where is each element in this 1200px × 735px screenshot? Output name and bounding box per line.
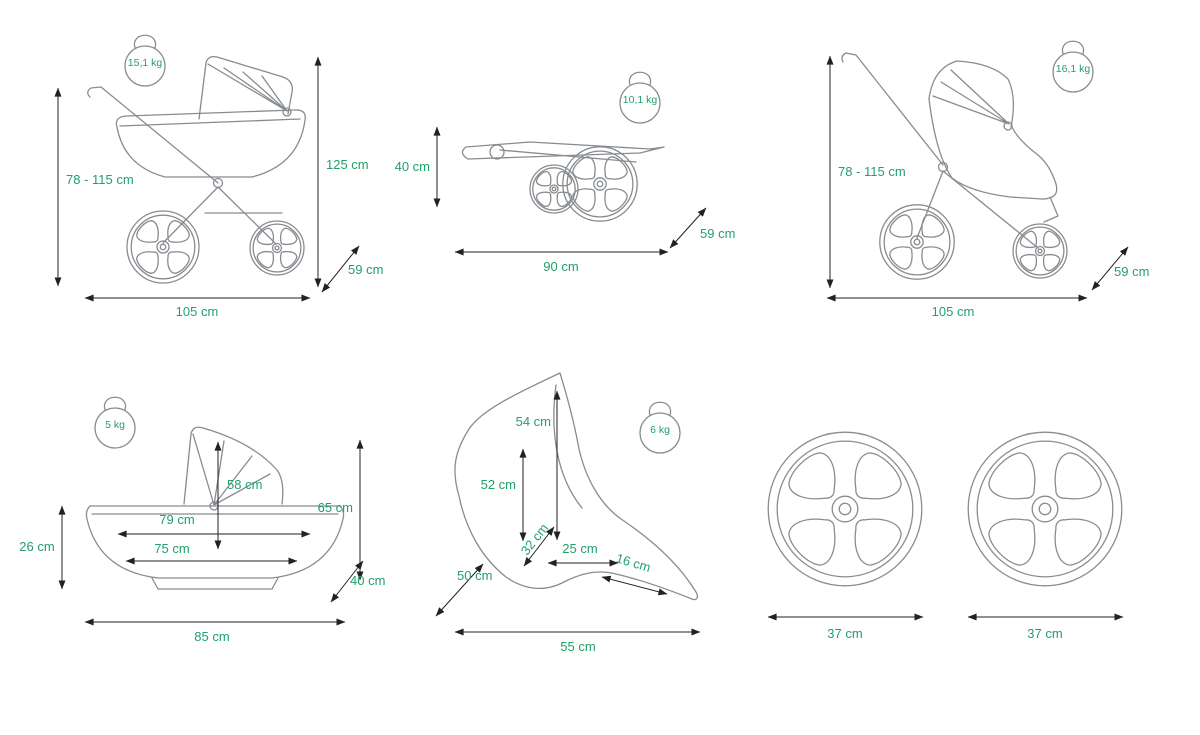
pushchair-rear-wheel xyxy=(880,205,954,279)
panel-wheels: 37 cm 37 cm xyxy=(767,432,1124,641)
pram-total-height-label: 125 cm xyxy=(326,157,369,172)
pushchair-hood-pivot xyxy=(1003,121,1013,131)
pushchair-handle xyxy=(841,52,944,166)
folded-weight-label: 10,1 kg xyxy=(623,94,658,106)
pushchair-seat-shell xyxy=(928,98,1058,200)
pram-hood-folds xyxy=(207,63,288,112)
carrycot-base xyxy=(151,577,279,590)
carrycot-inner-length-label: 79 cm xyxy=(159,512,194,527)
folded-chassis-illustration xyxy=(461,141,665,221)
pushchair-front-wheel xyxy=(1013,224,1067,278)
pushchair-dimensions: 78 - 115 cm 105 cm 59 cm xyxy=(826,55,1149,319)
folded-width-label: 59 cm xyxy=(700,226,735,241)
pushchair-hood-folds xyxy=(932,69,1010,125)
carrycot-width-label: 40 cm xyxy=(350,573,385,588)
pram-hood-pivot xyxy=(282,107,292,117)
folded-frame-bars xyxy=(467,146,665,163)
seat-backrest-width-label: 52 cm xyxy=(481,477,516,492)
panel-carrycot: 5 kg 58 cm 79 cm 75 cm 26 cm 65 cm 40 cm… xyxy=(19,396,385,644)
seat-length-label: 25 cm xyxy=(562,541,597,556)
folded-front-wheel xyxy=(530,165,578,213)
pram-width-label: 59 cm xyxy=(348,262,383,277)
folded-handle-bar xyxy=(461,141,651,160)
carrycot-mattress-length-label: 75 cm xyxy=(154,541,189,556)
folded-dimensions: 40 cm 90 cm 59 cm xyxy=(395,126,735,274)
seat-footrest-dim-line xyxy=(601,575,668,596)
panel-pram-with-carrycot: 15,1 kg 78 - 115 cm 125 cm 105 cm 59 cm xyxy=(54,34,383,319)
pushchair-footrest xyxy=(1043,196,1059,223)
carrycot-width-dim-line xyxy=(330,560,364,603)
pram-body xyxy=(115,109,306,178)
carrycot-outer-length-label: 85 cm xyxy=(194,629,229,644)
folded-width-dim-line xyxy=(669,207,707,249)
seat-backrest-height-label: 54 cm xyxy=(516,414,551,429)
pushchair-length-label: 105 cm xyxy=(932,304,975,319)
pushchair-illustration xyxy=(841,52,1067,279)
folded-front-swivel xyxy=(489,144,505,160)
carrycot-weight-label: 5 kg xyxy=(105,419,125,431)
right-wheel-diameter-label: 37 cm xyxy=(1027,626,1062,641)
pram-handle xyxy=(87,86,219,184)
carrycot-body xyxy=(85,505,345,579)
pram-handle-height-label: 78 - 115 cm xyxy=(66,172,134,187)
seat-side-height-label: 50 cm xyxy=(457,568,492,583)
pushchair-width-label: 59 cm xyxy=(1114,264,1149,279)
right-wheel xyxy=(968,432,1122,586)
pram-body-rim xyxy=(119,118,301,127)
pushchair-hood xyxy=(928,60,1015,128)
carrycot-dimensions: 58 cm 79 cm 75 cm 26 cm 65 cm 40 cm 85 c… xyxy=(19,439,385,644)
folded-height-label: 40 cm xyxy=(395,159,430,174)
panel-pushchair: 16,1 kg 78 - 115 cm 105 cm 59 cm xyxy=(826,40,1149,319)
carrycot-illustration xyxy=(85,426,345,590)
pushchair-weight-label: 16,1 kg xyxy=(1056,63,1091,75)
carrycot-hood xyxy=(183,426,284,505)
pram-hood xyxy=(198,55,293,120)
seat-dimensions: 54 cm 52 cm 32 cm 25 cm 16 cm 50 cm 55 c… xyxy=(435,390,701,654)
seat-depth-dim-line xyxy=(523,526,555,567)
carrycot-shell-height-label: 26 cm xyxy=(19,539,54,554)
pram-length-label: 105 cm xyxy=(176,304,219,319)
seat-footrest-label: 16 cm xyxy=(614,550,652,575)
seat-side-height-dim-line xyxy=(435,563,484,617)
carrycot-inner-height-label: 58 cm xyxy=(227,477,262,492)
seat-inner-contour xyxy=(553,384,583,509)
pram-width-dim-line xyxy=(321,245,360,293)
wheel-dimensions: 37 cm 37 cm xyxy=(767,613,1124,641)
pram-illustration xyxy=(87,55,306,283)
seat-shell-outline xyxy=(454,372,699,601)
pram-frame-legs xyxy=(162,186,283,245)
carrycot-hood-folds xyxy=(192,433,271,506)
panel-folded-chassis: 10,1 kg 40 cm 90 cm 59 cm xyxy=(395,71,735,274)
pushchair-handle-height-label: 78 - 115 cm xyxy=(838,164,906,179)
panel-seat-unit: 6 kg 54 cm 52 cm 32 cm 25 cm 16 cm 50 cm… xyxy=(435,372,701,654)
pram-weight-label: 15,1 kg xyxy=(128,57,163,69)
seat-weight-label: 6 kg xyxy=(650,424,670,436)
pram-front-wheel xyxy=(250,221,304,275)
folded-rear-wheel xyxy=(563,147,637,221)
left-wheel xyxy=(768,432,922,586)
seat-total-length-label: 55 cm xyxy=(560,639,595,654)
pram-rear-wheel xyxy=(127,211,199,283)
carrycot-total-height-label: 65 cm xyxy=(318,500,353,515)
left-wheel-diameter-label: 37 cm xyxy=(827,626,862,641)
folded-length-label: 90 cm xyxy=(543,259,578,274)
pushchair-width-dim-line xyxy=(1091,246,1129,291)
pram-dimensions: 78 - 115 cm 125 cm 105 cm 59 cm xyxy=(54,56,383,319)
